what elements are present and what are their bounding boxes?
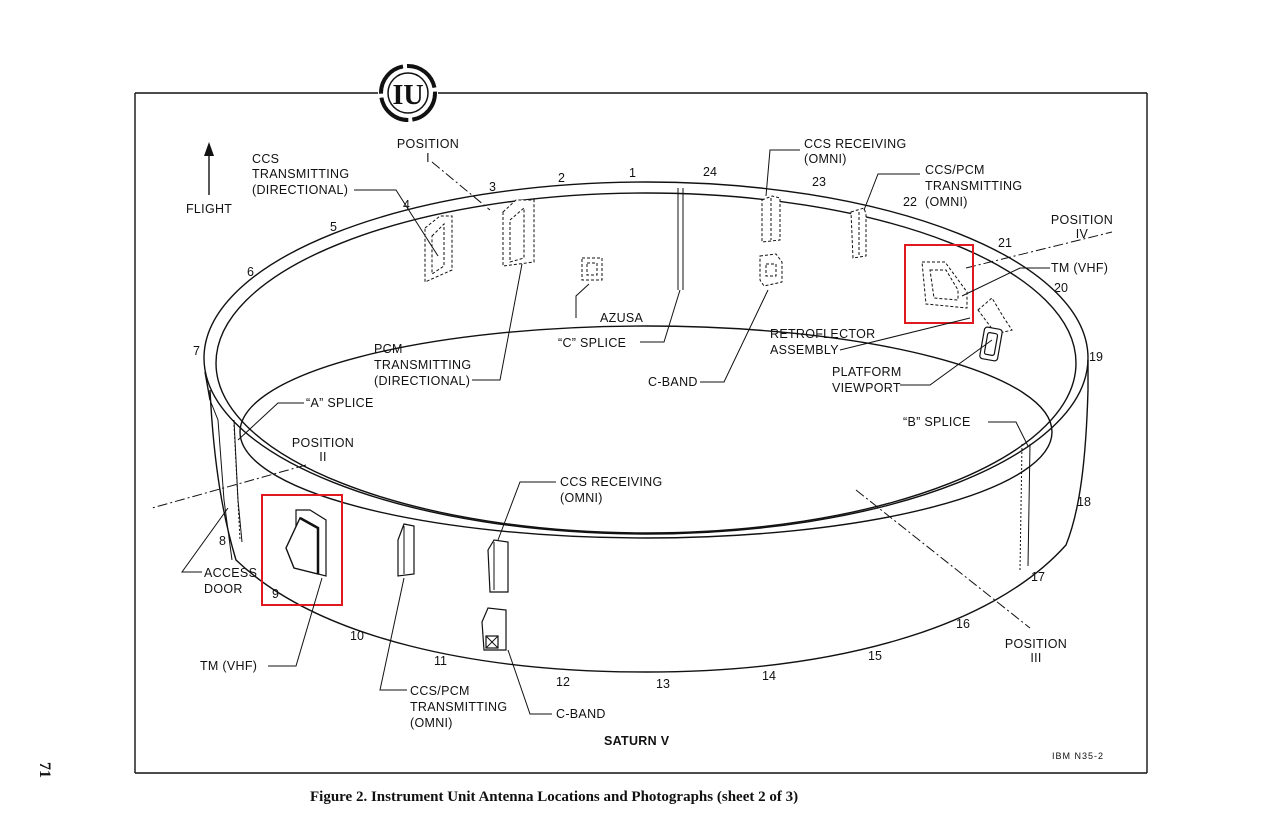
figure-frame [134,92,1148,774]
position-iii-numeral: III [1030,651,1041,665]
station-number: 4 [403,198,410,212]
ibm-code-label: IBM N35-2 [1052,751,1104,761]
pcm-transmitting-directional-label: PCM [374,342,403,356]
station-number: 18 [1077,495,1091,509]
position-lines [151,161,1113,629]
station-number: 21 [998,236,1012,250]
station-numbers: 1 2 3 4 5 6 7 8 9 10 11 12 13 14 15 16 1… [193,165,1103,691]
station-number: 16 [956,617,970,631]
ccs-pcm-transmitting-upper-label: CCS/PCM [925,163,985,177]
position-i-title: POSITION [397,137,459,151]
station-number: 6 [247,265,254,279]
c-band-antenna-upper-icon [759,253,783,287]
retroflector-assembly-label: ASSEMBLY [770,343,839,357]
azusa-label: AZUSA [600,311,644,325]
station-number: 8 [219,534,226,548]
station-number: 20 [1054,281,1068,295]
c-splice-label: “C” SPLICE [558,336,626,350]
platform-viewport-label: VIEWPORT [832,381,901,395]
pcm-transmitting-directional-label: TRANSMITTING [374,358,471,372]
pcm-transmitting-directional-label: (DIRECTIONAL) [374,374,470,388]
ccs-pcm-transmitting-lower-label: TRANSMITTING [410,700,507,714]
tm-vhf-lower-highlight [261,494,343,606]
platform-viewport-label: PLATFORM [832,365,902,379]
ccs-pcm-transmitting-upper-label: (OMNI) [925,195,968,209]
instrument-unit-ring [203,181,1089,673]
iu-logo-text: IU [392,80,423,111]
station-number: 23 [812,175,826,189]
station-number: 12 [556,675,570,689]
platform-viewport-icon [979,326,1003,362]
position-ii-title: POSITION [292,436,354,450]
position-iv-numeral: IV [1076,227,1089,241]
ccs-transmitting-directional-label: (DIRECTIONAL) [252,183,348,197]
ccs-pcm-transmitting-lower-label: CCS/PCM [410,684,470,698]
ccs-transmitting-directional-label: CCS [252,152,279,166]
station-number: 17 [1031,570,1045,584]
tm-vhf-upper-label: TM (VHF) [1051,261,1108,275]
leader-lines [181,149,1050,715]
station-number: 14 [762,669,776,683]
a-splice-label: “A” SPLICE [306,396,374,410]
access-door-label: ACCESS [204,566,257,580]
saturn-v-label: SATURN V [604,734,670,748]
tm-vhf-lower-label: TM (VHF) [200,659,257,673]
ccs-receiving-lower-label: CCS RECEIVING [560,475,663,489]
position-ii-numeral: II [319,450,327,464]
ccs-directional-antenna-icon [424,215,453,283]
station-number: 13 [656,677,670,691]
ccs-receiving-upper-label: (OMNI) [804,152,847,166]
station-number: 9 [272,587,279,601]
station-number: 22 [903,195,917,209]
pcm-directional-antenna-icon [502,199,535,267]
flight-label: FLIGHT [186,202,232,216]
station-number: 5 [330,220,337,234]
station-number: 15 [868,649,882,663]
station-number: 7 [193,344,200,358]
ccs-receiving-lower-label: (OMNI) [560,491,603,505]
station-number: 19 [1089,350,1103,364]
ccs-pcm-transmitting-lower-label: (OMNI) [410,716,453,730]
ccs-transmitting-directional-label: TRANSMITTING [252,167,349,181]
page-number: 71 [36,762,53,778]
b-splice-label: “B” SPLICE [903,415,971,429]
retroflector-assembly-label: RETROFLECTOR [770,327,875,341]
tm-vhf-upper-highlight [904,244,974,324]
ccs-receiving-antenna-upper-icon [761,195,781,243]
station-number: 1 [629,166,636,180]
ccs-pcm-transmitting-upper-label: TRANSMITTING [925,179,1022,193]
c-band-upper-label: C-BAND [648,375,698,389]
station-number: 10 [350,629,364,643]
station-number: 11 [434,654,447,668]
position-iv-title: POSITION [1051,213,1113,227]
azusa-antenna-icon [581,257,603,281]
c-band-antenna-lower-icon [481,607,507,651]
iu-logo: IU [379,64,437,122]
station-number: 2 [558,171,565,185]
position-i-numeral: I [426,151,430,165]
c-band-lower-label: C-BAND [556,707,606,721]
figure-caption: Figure 2. Instrument Unit Antenna Locati… [310,789,798,805]
ccs-pcm-transmitting-antenna-upper-icon [850,207,867,259]
ccs-receiving-antenna-lower-icon [487,539,509,593]
flight-arrow-icon [204,142,214,195]
station-number: 3 [489,180,496,194]
ccs-receiving-upper-label: CCS RECEIVING [804,137,907,151]
tm-vhf-antenna-lower-icon [285,509,327,577]
access-door-label: DOOR [204,582,243,596]
station-number: 24 [703,165,717,179]
ccs-pcm-transmitting-antenna-lower-icon [397,523,415,577]
position-iii-title: POSITION [1005,637,1067,651]
tm-vhf-antenna-upper-icon [921,261,968,309]
